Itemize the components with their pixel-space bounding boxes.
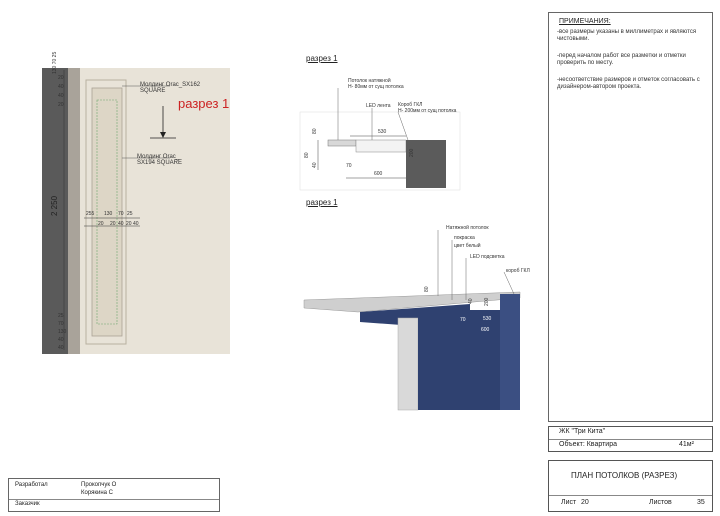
bottom-dim-200: 200 xyxy=(484,297,490,306)
leader-box-bottom xyxy=(503,271,515,295)
molding-bottom-label: Молдинг Orac_ SX194 SQUARE xyxy=(137,154,182,166)
sheets-total: 35 xyxy=(697,499,705,506)
dim-bottom-stack: 25 70 130 40 40 xyxy=(58,313,67,351)
bottom-dim-80: 80 xyxy=(424,286,430,292)
notes-panel: ПРИМЕЧАНИЯ: -все размеры указаны в милли… xyxy=(548,12,713,422)
bottom-label-led: LED подсветка xyxy=(470,254,505,260)
bottom-dim-40: 40 xyxy=(468,298,474,304)
bottom-dim-530: 530 xyxy=(483,316,492,322)
signature-frame: Разработал Прокопчук О Корякина С Заказч… xyxy=(8,478,220,512)
top-section-ceiling xyxy=(327,139,357,147)
dim-h-70: 70 xyxy=(118,211,124,217)
notes-title: ПРИМЕЧАНИЯ: xyxy=(559,18,611,25)
sheet-label: Лист xyxy=(561,499,577,506)
top-label-led: LED лента xyxy=(366,103,391,109)
section-arrow-head xyxy=(160,132,166,138)
dim-h-255: 255 xyxy=(86,211,95,217)
dim-h-b-40b: 40 xyxy=(133,221,139,227)
wall-plaster xyxy=(68,68,80,354)
dim-h-b-20b: 20 xyxy=(110,221,116,227)
top-section-box xyxy=(406,140,446,188)
bottom-dim-70: 70 xyxy=(460,317,466,323)
molding-top-line1: Молдинг Orac_SX162 xyxy=(140,82,201,88)
top-dim-40: 40 xyxy=(312,162,318,168)
bottom-label-color: цвет белый xyxy=(454,243,481,249)
molding-bottom-line1: Молдинг Orac_ xyxy=(137,154,180,160)
dim-top-stack: 130 70 25 xyxy=(52,51,58,74)
bottom-label-box: короб ГКЛ xyxy=(506,268,530,274)
dim-top-stack-2: 20 40 40 20 xyxy=(58,75,64,108)
bottom-section-title: разрез 1 xyxy=(306,198,338,207)
developer-1: Прокопчук О xyxy=(81,482,117,488)
bottom-wall-edge xyxy=(500,294,520,410)
bottom-dim-600: 600 xyxy=(481,327,490,333)
dim-h-130: 130 xyxy=(104,211,113,217)
top-dim-80: 80 xyxy=(312,128,318,134)
project-object: Объект: Квартира xyxy=(559,441,617,448)
sheet-title-box: ПЛАН ПОТОЛКОВ (РАЗРЕЗ) Лист 20 Листов 35 xyxy=(548,460,713,512)
project-area: 41м² xyxy=(679,441,694,448)
molding-bottom-line2: SX194 SQUARE xyxy=(137,160,183,166)
dim-h-b-40: 40 xyxy=(118,221,124,227)
developer-2: Корякина С xyxy=(81,490,113,496)
note-item-2: -перед началом работ все разметки и отме… xyxy=(557,53,686,66)
leader-box-top xyxy=(397,111,409,141)
note-item-3: -несоответствие размеров и отметок согла… xyxy=(557,77,700,90)
bottom-wall-light xyxy=(397,317,419,411)
top-section-title: разрез 1 xyxy=(306,54,338,63)
sheet-number: 20 xyxy=(581,499,589,506)
top-label-ceiling: Потолок натяжной H- 80мм от сущ потолка xyxy=(348,78,404,90)
molding-top-line2: SQUARE xyxy=(140,88,166,94)
dim-h-b-20a: 20 xyxy=(98,221,104,227)
bottom-label-ceiling: Натяжной потолок xyxy=(446,225,489,231)
dim-h-25: 25 xyxy=(127,211,133,217)
developed-label: Разработал xyxy=(15,482,48,488)
top-dim-600: 600 xyxy=(374,171,383,177)
molding-green-line xyxy=(96,99,118,325)
dim-h-b-20c: 20 xyxy=(126,221,132,227)
top-section-gap xyxy=(355,139,407,153)
sheets-label: Листов xyxy=(649,499,672,506)
molding-top-label: Молдинг Orac_SX162 SQUARE xyxy=(140,82,200,94)
wall-left xyxy=(42,68,68,354)
top-dim-200: 200 xyxy=(409,148,415,157)
bottom-label-paint: покраска xyxy=(454,235,475,241)
dim-height-label: 2 250 xyxy=(50,195,59,216)
note-item-1: -все размеры указаны в миллиметрах и явл… xyxy=(557,29,697,42)
top-dim-70: 70 xyxy=(346,163,352,169)
top-label-box: Короб ГКЛ H- 200мм от сущ потолка xyxy=(398,102,457,114)
project-info-box: ЖК "Три Кита" Объект: Квартира 41м² xyxy=(548,426,713,452)
top-section-frame xyxy=(299,111,461,191)
top-dim-80b: 80 xyxy=(304,152,310,158)
sheet-title: ПЛАН ПОТОЛКОВ (РАЗРЕЗ) xyxy=(571,471,678,480)
molding-outer xyxy=(85,79,127,345)
top-dim-530: 530 xyxy=(378,129,387,135)
customer-label: Заказчик xyxy=(15,501,40,507)
section-mark-label: разрез 1 xyxy=(178,96,230,111)
project-name: ЖК "Три Кита" xyxy=(559,428,606,435)
